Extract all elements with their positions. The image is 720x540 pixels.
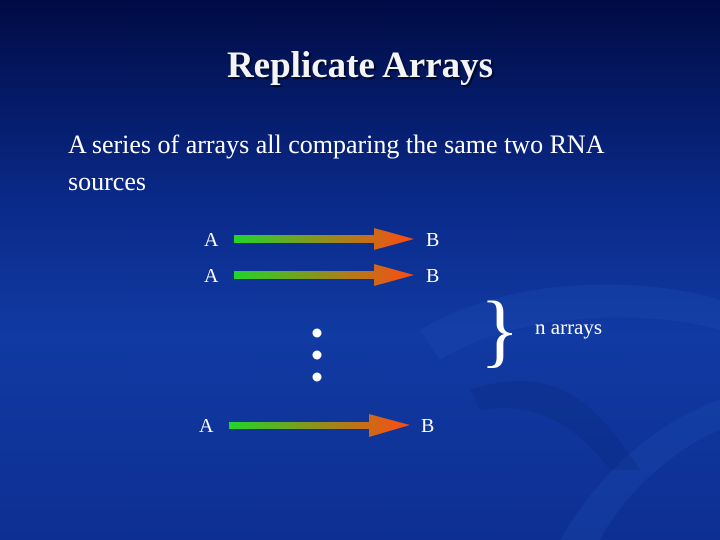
row-3-target-label: B	[421, 415, 434, 437]
row-1-arrow	[234, 228, 414, 250]
row-1-source-label: A	[204, 229, 219, 251]
row-2-target-label: B	[426, 265, 439, 287]
row-2-arrow	[234, 264, 414, 286]
n-arrays-label: n arrays	[535, 315, 602, 339]
slide-subtitle: A series of arrays all comparing the sam…	[68, 130, 604, 196]
brace-symbol: }	[480, 284, 519, 375]
vertical-ellipsis	[312, 328, 322, 382]
slide-title: Replicate Arrays	[226, 45, 494, 86]
row-3-source-label: A	[199, 415, 214, 437]
row-1-target-label: B	[426, 229, 439, 251]
row-3-arrow	[229, 414, 410, 437]
row-2-source-label: A	[204, 265, 219, 287]
